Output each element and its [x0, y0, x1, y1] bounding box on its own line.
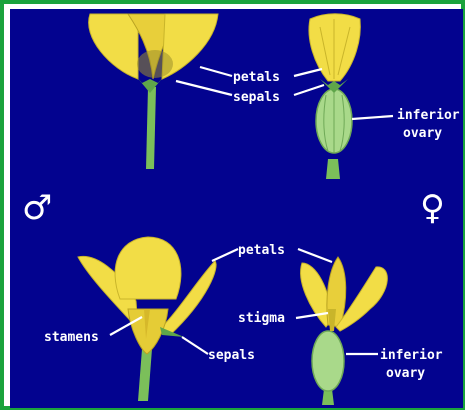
leader-bottom-sepals	[182, 337, 208, 354]
flower-diagram: ♂ ♀ petals sepals inferior ovary p	[10, 9, 463, 408]
male-flower-bottom	[78, 237, 216, 401]
male-flower-top	[89, 14, 218, 169]
label-top-petals: petals	[233, 70, 280, 85]
leader-bottom-petals-male	[212, 249, 238, 261]
female-top-stem	[326, 159, 340, 179]
female-symbol: ♀	[420, 188, 445, 228]
female-bottom-ovary	[312, 331, 344, 391]
female-flower-top	[309, 14, 360, 179]
male-symbol: ♂	[22, 188, 52, 228]
leader-top-petals-male	[200, 67, 232, 76]
label-top-ovary: ovary	[403, 126, 442, 141]
male-top-sepals	[135, 75, 165, 93]
leader-top-sepals-female	[294, 85, 324, 95]
male-top-center	[137, 50, 173, 78]
leader-bottom-petals-female	[298, 249, 332, 262]
leader-top-petals-female	[294, 69, 322, 76]
diagram-panel: ♂ ♀ petals sepals inferior ovary p	[10, 9, 463, 408]
leader-top-ovary	[352, 116, 393, 119]
leader-top-sepals-male	[176, 81, 232, 95]
label-top-inferior: inferior	[397, 108, 460, 123]
label-bottom-stigma: stigma	[238, 311, 285, 326]
male-bottom-petal-top	[115, 237, 181, 299]
female-bottom-stigma	[328, 309, 336, 331]
male-top-petal-left	[89, 14, 138, 79]
label-bottom-petals: petals	[238, 243, 285, 258]
label-top-sepals: sepals	[233, 90, 280, 105]
label-bottom-inferior: inferior	[380, 348, 443, 363]
label-bottom-sepals: sepals	[208, 348, 255, 363]
female-flower-bottom	[301, 257, 388, 405]
male-bottom-stem	[138, 349, 152, 401]
label-bottom-stamens: stamens	[44, 330, 99, 345]
label-bottom-ovary: ovary	[386, 366, 425, 381]
male-top-stem	[146, 87, 156, 169]
